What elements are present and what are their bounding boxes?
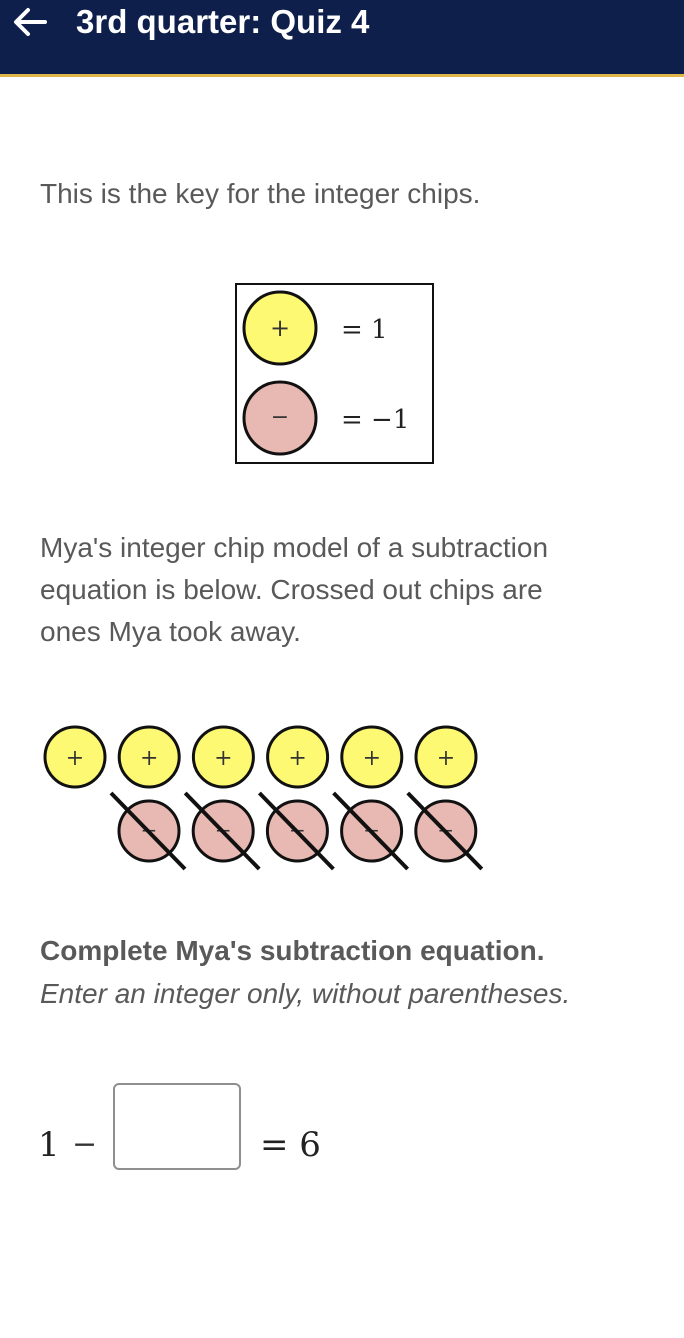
model-text-line: equation is below. Crossed out chips are <box>40 574 543 605</box>
back-button[interactable] <box>10 4 50 40</box>
cross-out-line <box>183 791 261 871</box>
positive-chip-symbol: + <box>214 746 232 771</box>
positive-chip-symbol: + <box>437 746 455 771</box>
cross-out-line <box>257 791 335 871</box>
instruction-italic: Enter an integer only, without parenthes… <box>40 978 571 1009</box>
positive-chip-symbol: + <box>140 746 158 771</box>
positive-chip-symbol: + <box>270 314 290 342</box>
cross-out-line <box>406 791 484 871</box>
equation-right: = 6 <box>260 1125 321 1165</box>
negative-chip-key <box>242 380 318 456</box>
chip-key: + = 1 − = −1 <box>235 283 434 464</box>
intro-text: This is the key for the integer chips. <box>40 178 481 209</box>
answer-input[interactable] <box>113 1083 241 1170</box>
positive-chip-symbol: + <box>288 746 306 771</box>
chip-model: ++++++−−−−− <box>43 725 484 871</box>
positive-chip-key <box>242 290 318 366</box>
positive-chip <box>191 725 255 789</box>
cross-out-line <box>332 791 410 871</box>
model-text-line: Mya's integer chip model of a subtractio… <box>40 532 549 563</box>
positive-chip <box>266 725 330 789</box>
negative-chip-symbol: − <box>271 405 289 430</box>
positive-chip-symbol: + <box>363 746 381 771</box>
positive-chip <box>117 725 181 789</box>
arrow-left-icon <box>14 8 47 36</box>
cross-out-line <box>109 791 187 871</box>
positive-chip-symbol: + <box>66 746 84 771</box>
negative-chip-value: = −1 <box>341 405 409 435</box>
equation-operator: − <box>72 1127 98 1162</box>
positive-chip-value: = 1 <box>341 315 388 345</box>
model-text-line: ones Mya took away. <box>40 616 301 647</box>
model-description: Mya's integer chip model of a subtractio… <box>40 527 548 653</box>
positive-chip <box>43 725 107 789</box>
page-title: 3rd quarter: Quiz 4 <box>76 3 370 40</box>
positive-chip <box>414 725 478 789</box>
top-bar: 3rd quarter: Quiz 4 <box>0 0 684 77</box>
equation-left: 1 <box>38 1125 60 1165</box>
positive-chip <box>340 725 404 789</box>
instruction-bold: Complete Mya's subtraction equation. <box>40 935 545 966</box>
